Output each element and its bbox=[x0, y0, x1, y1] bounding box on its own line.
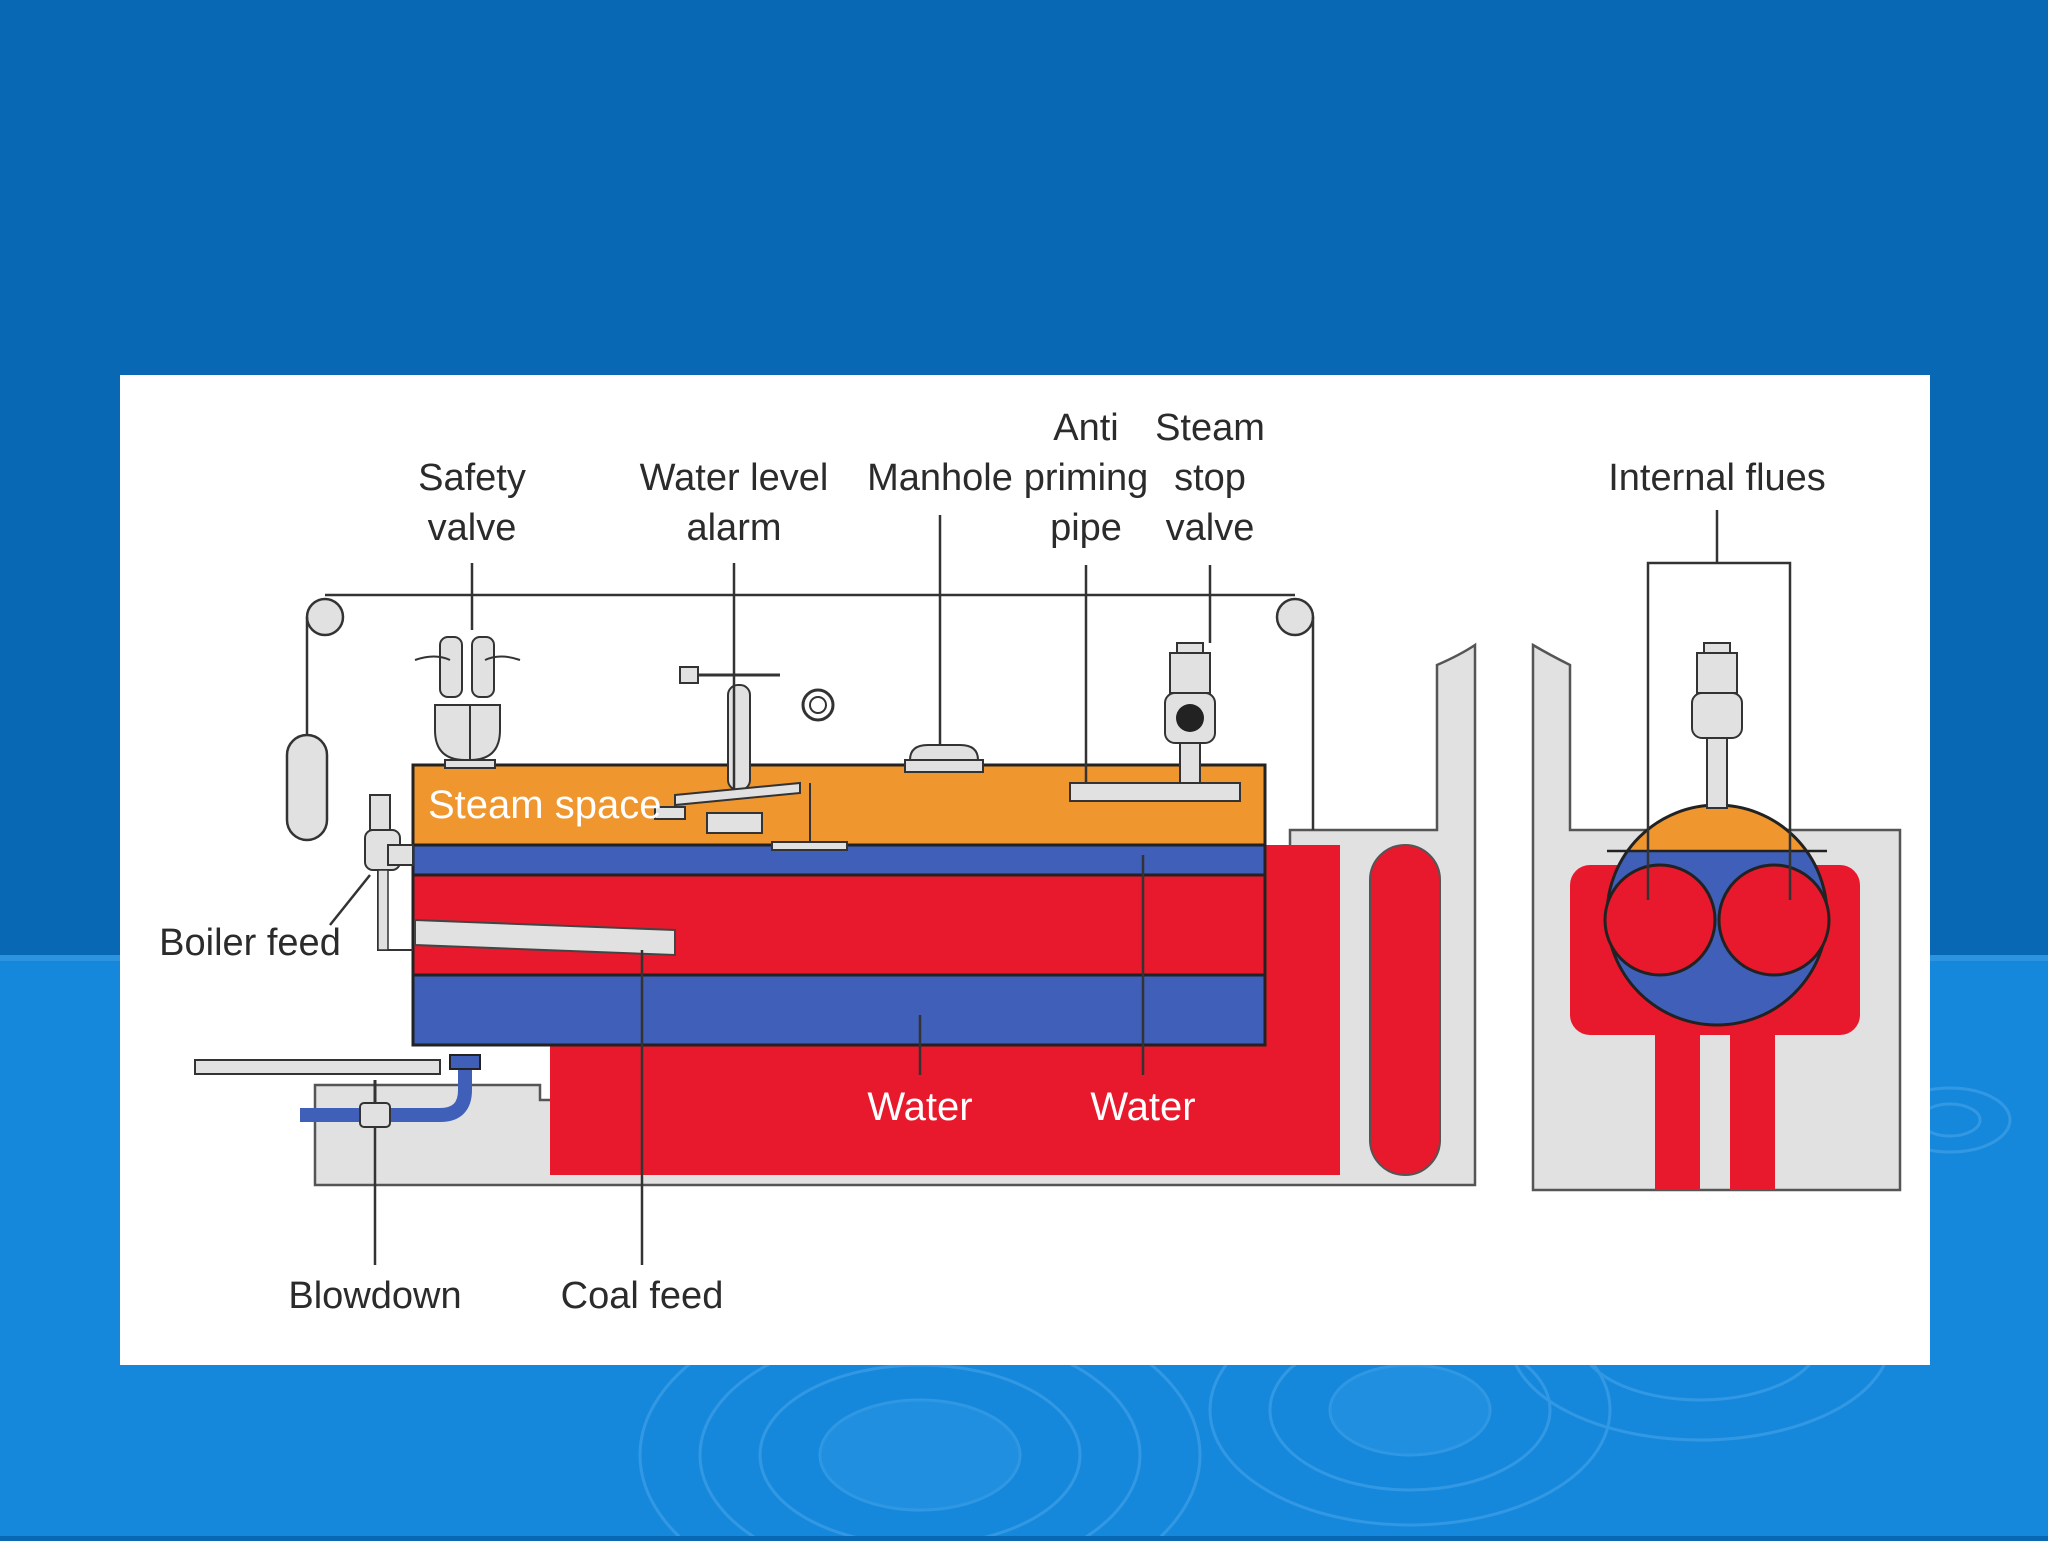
safety-valve-assembly bbox=[414, 636, 521, 769]
label-manhole: Manhole bbox=[867, 457, 1013, 499]
water-lower bbox=[411, 973, 1267, 1047]
label-blowdown: Blowdown bbox=[288, 1275, 461, 1317]
label-steam-space: Steam space bbox=[428, 783, 661, 827]
coal-feed-chute bbox=[414, 918, 676, 957]
label-coal-feed: Coal feed bbox=[561, 1275, 724, 1317]
return-flue bbox=[1369, 844, 1441, 1176]
right-pulley bbox=[1275, 597, 1315, 637]
left-pulley bbox=[305, 597, 345, 637]
internal-flue-left bbox=[1603, 863, 1717, 977]
manhole-cover bbox=[904, 744, 984, 773]
label-water-1: Water bbox=[867, 1085, 972, 1129]
counterweight bbox=[285, 733, 329, 842]
section-view bbox=[1570, 510, 1860, 1190]
anti-priming-pipe bbox=[1069, 782, 1241, 802]
boiler-feed-valve-assembly bbox=[364, 794, 414, 951]
internal-flue-right bbox=[1717, 863, 1831, 977]
label-internal-flues: Internal flues bbox=[1608, 457, 1826, 499]
label-boiler-feed: Boiler feed bbox=[159, 922, 341, 964]
label-water-2: Water bbox=[1090, 1085, 1195, 1129]
steam-stop-valve-assembly bbox=[1164, 642, 1216, 784]
steam-space bbox=[411, 763, 1267, 847]
blowdown-assembly bbox=[194, 1054, 481, 1128]
